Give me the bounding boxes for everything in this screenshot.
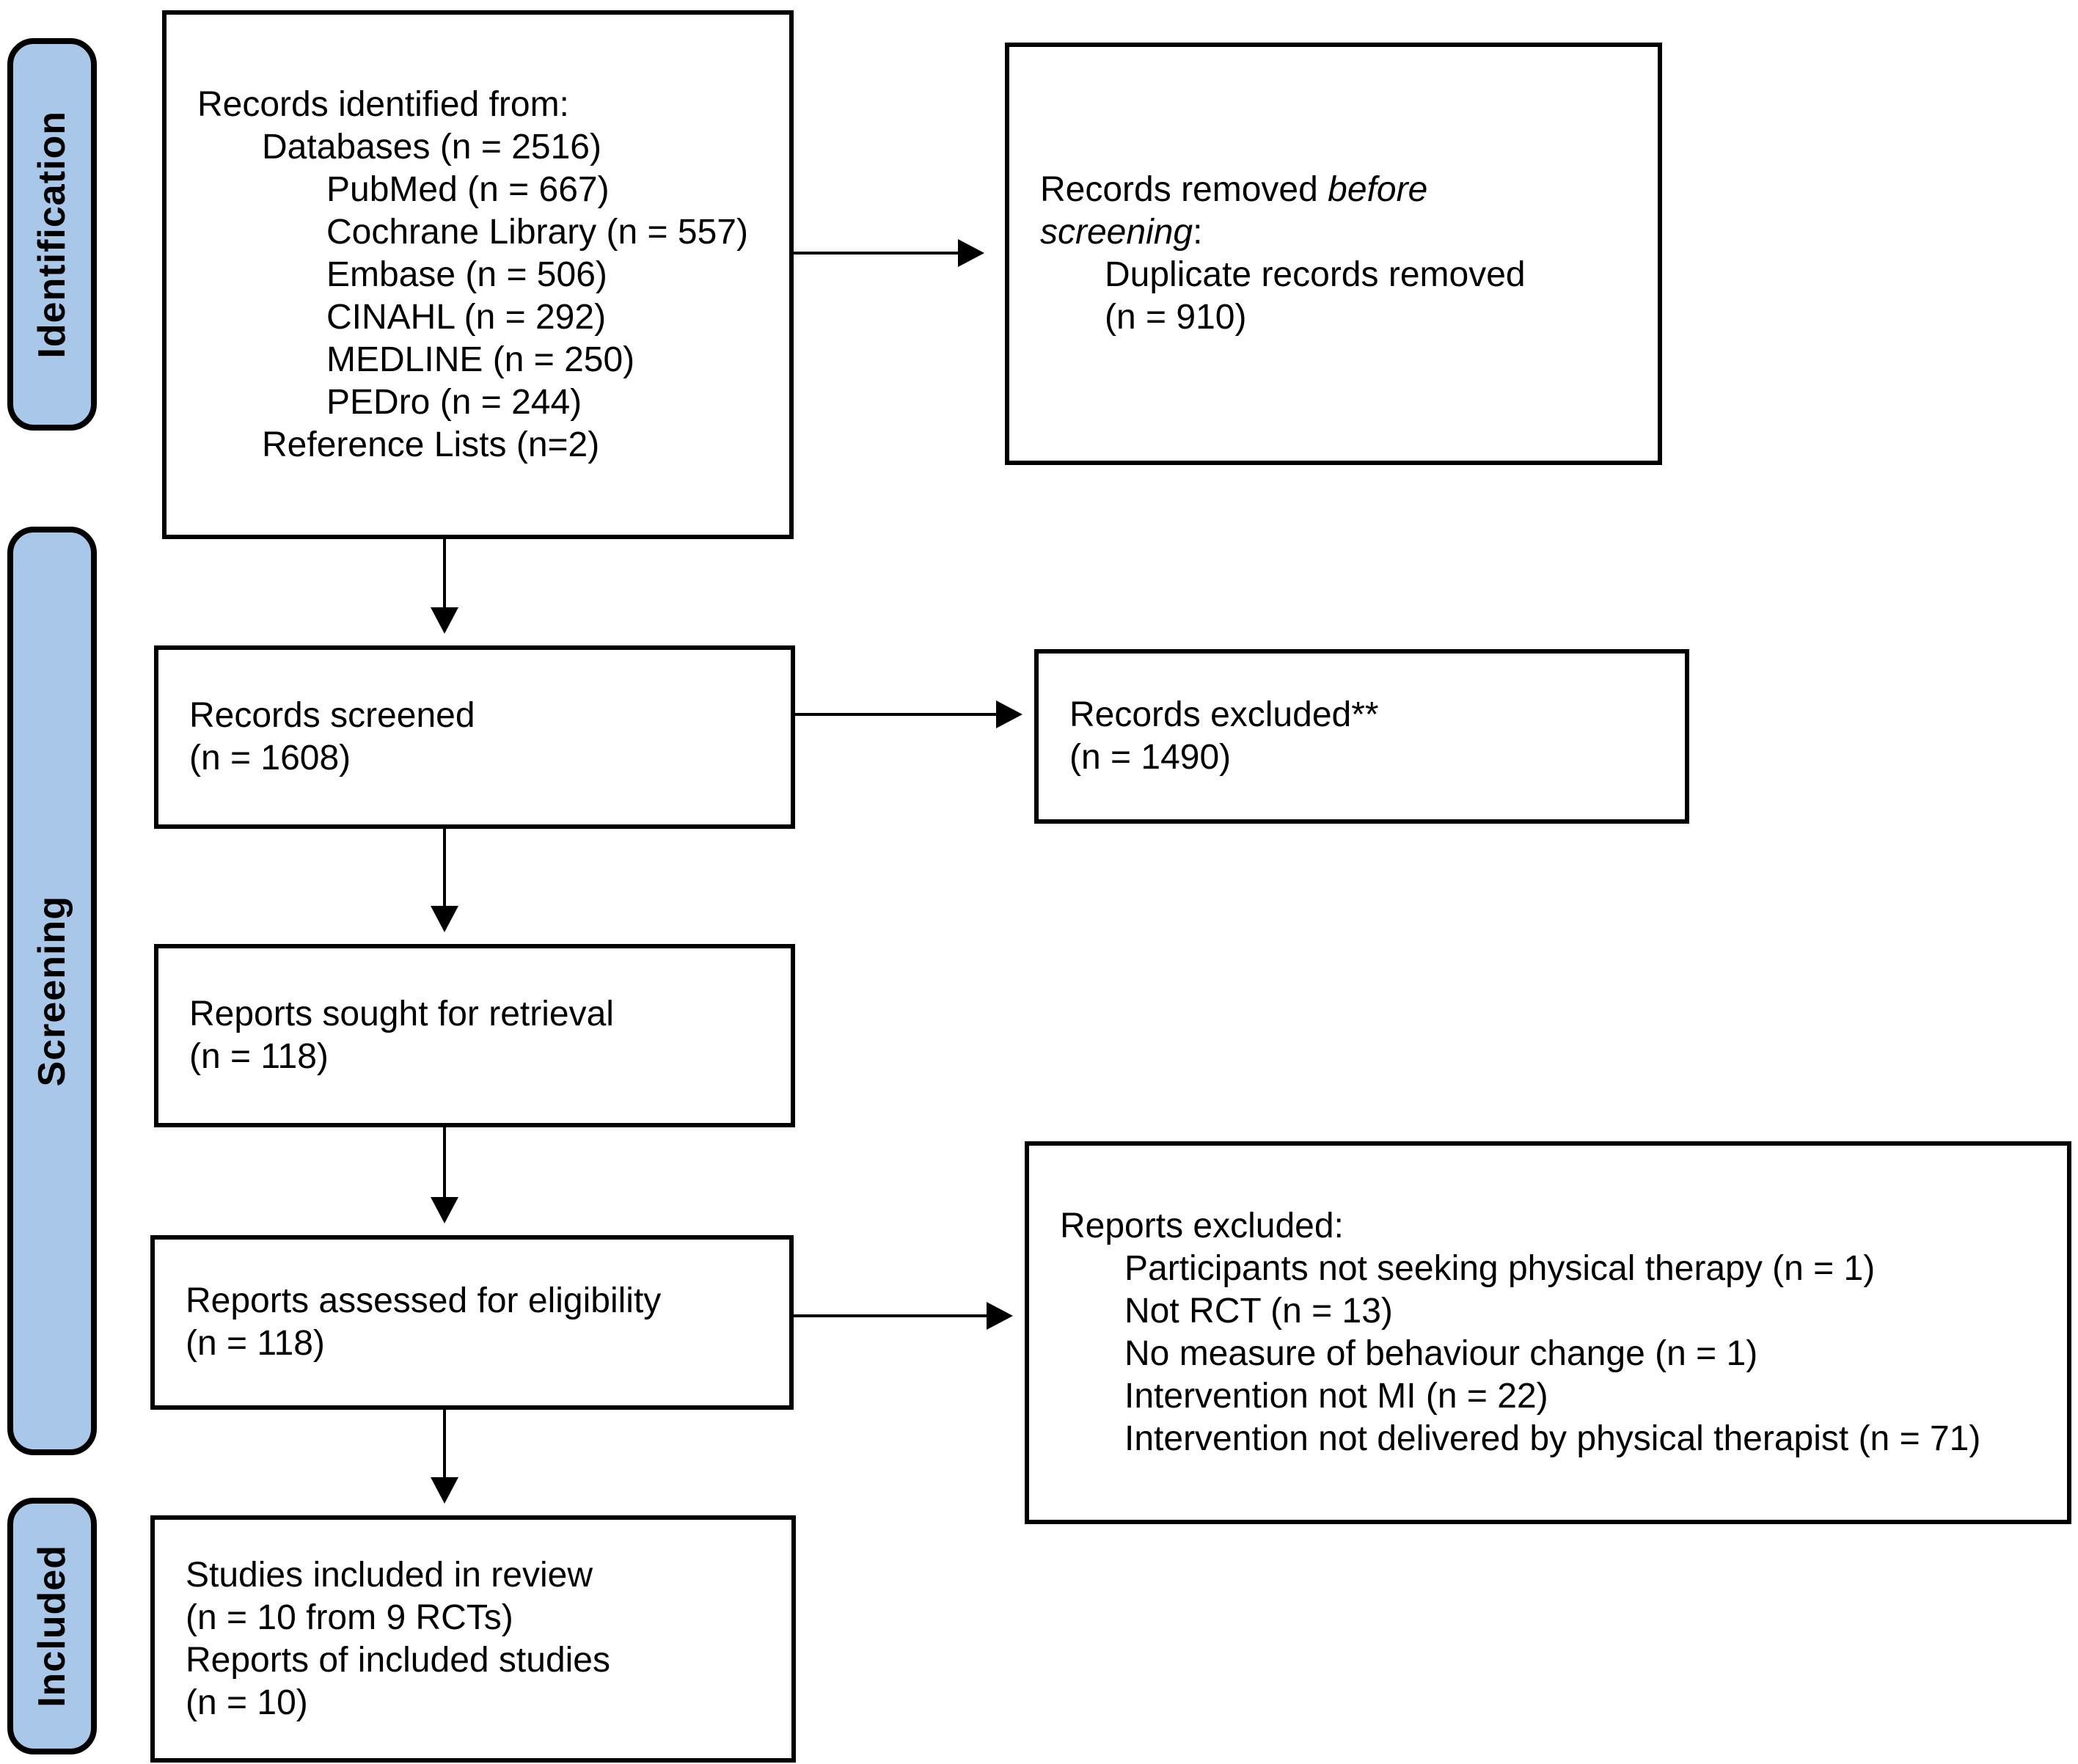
text-line: Reference Lists (n=2) bbox=[262, 425, 600, 464]
text-line: Records excluded** bbox=[1069, 695, 1379, 734]
box-studies-included: Studies included in review(n = 10 from 9… bbox=[150, 1515, 796, 1763]
box-reports-sought: Reports sought for retrieval (n = 118) bbox=[154, 944, 795, 1127]
text-line: screening: bbox=[1040, 213, 1203, 252]
stage-label-included: Included bbox=[7, 1498, 97, 1754]
box-records-removed-before-screening: Records removed before screening:Duplicat… bbox=[1005, 43, 1662, 465]
text-line: (n = 118) bbox=[186, 1324, 325, 1363]
text-line: Reports assessed for eligibility bbox=[186, 1281, 662, 1320]
stage-label-identification: Identification bbox=[7, 38, 97, 431]
text-line: Records identified from: bbox=[197, 84, 569, 124]
box-records-screened: Records screened (n = 1608) bbox=[154, 645, 795, 829]
arrow-assessed-to-included-icon bbox=[431, 1410, 458, 1504]
text-line: Duplicate records removed bbox=[1105, 255, 1526, 294]
text-line: (n = 10 from 9 RCTs) bbox=[186, 1598, 513, 1637]
box-records-excluded: Records excluded** (n = 1490) bbox=[1034, 649, 1689, 824]
text-line: No measure of behaviour change (n = 1) bbox=[1124, 1334, 1758, 1373]
text-line: Reports sought for retrieval bbox=[189, 995, 614, 1033]
text-line: PubMed (n = 667) bbox=[326, 169, 610, 209]
text-line: Not RCT (n = 13) bbox=[1124, 1292, 1393, 1331]
text-line: (n = 118) bbox=[189, 1037, 329, 1076]
box-reports-excluded: Reports excluded: Participants not seekin… bbox=[1025, 1141, 2071, 1524]
text-line: MEDLINE (n = 250) bbox=[326, 340, 635, 379]
text-line: (n = 10) bbox=[186, 1683, 308, 1722]
text-line: PEDro (n = 244) bbox=[326, 382, 582, 422]
arrow-sought-to-assessed-icon bbox=[431, 1127, 458, 1223]
text-line: Intervention not delivered by physical t… bbox=[1124, 1419, 1981, 1458]
text-line: Studies included in review bbox=[186, 1555, 593, 1595]
box-records-identified: Records identified from:Databases (n = 2… bbox=[162, 10, 794, 539]
stage-label-screening-text: Screening bbox=[31, 895, 73, 1087]
stage-label-screening: Screening bbox=[7, 527, 97, 1455]
text-line: Intervention not MI (n = 22) bbox=[1124, 1377, 1548, 1416]
text-line: Records screened bbox=[189, 696, 475, 735]
text-line: Participants not seeking physical therap… bbox=[1124, 1249, 1876, 1288]
arrow-screened-to-excluded-icon bbox=[795, 700, 1022, 728]
arrow-identified-to-screened-icon bbox=[431, 539, 458, 634]
text-line: Cochrane Library (n = 557) bbox=[326, 212, 748, 252]
arrow-assessed-to-excluded-icon bbox=[794, 1302, 1013, 1330]
text-line: (n = 910) bbox=[1105, 298, 1247, 337]
arrow-identified-to-removed-icon bbox=[794, 239, 984, 267]
text-line: Databases (n = 2516) bbox=[262, 127, 601, 166]
text-line: Records removed before bbox=[1040, 170, 1428, 209]
text-line: Embase (n = 506) bbox=[326, 255, 607, 294]
arrow-screened-to-sought-icon bbox=[431, 829, 458, 932]
text-line: (n = 1608) bbox=[189, 739, 351, 777]
text-line: Reports of included studies bbox=[186, 1640, 610, 1680]
stage-label-included-text: Included bbox=[31, 1545, 73, 1708]
text-line: CINAHL (n = 292) bbox=[326, 297, 607, 337]
text-line: Reports excluded: bbox=[1060, 1207, 1344, 1245]
stage-label-identification-text: Identification bbox=[31, 110, 73, 359]
text-line: (n = 1490) bbox=[1069, 738, 1232, 777]
box-reports-assessed: Reports assessed for eligibility (n = 118… bbox=[150, 1235, 794, 1410]
